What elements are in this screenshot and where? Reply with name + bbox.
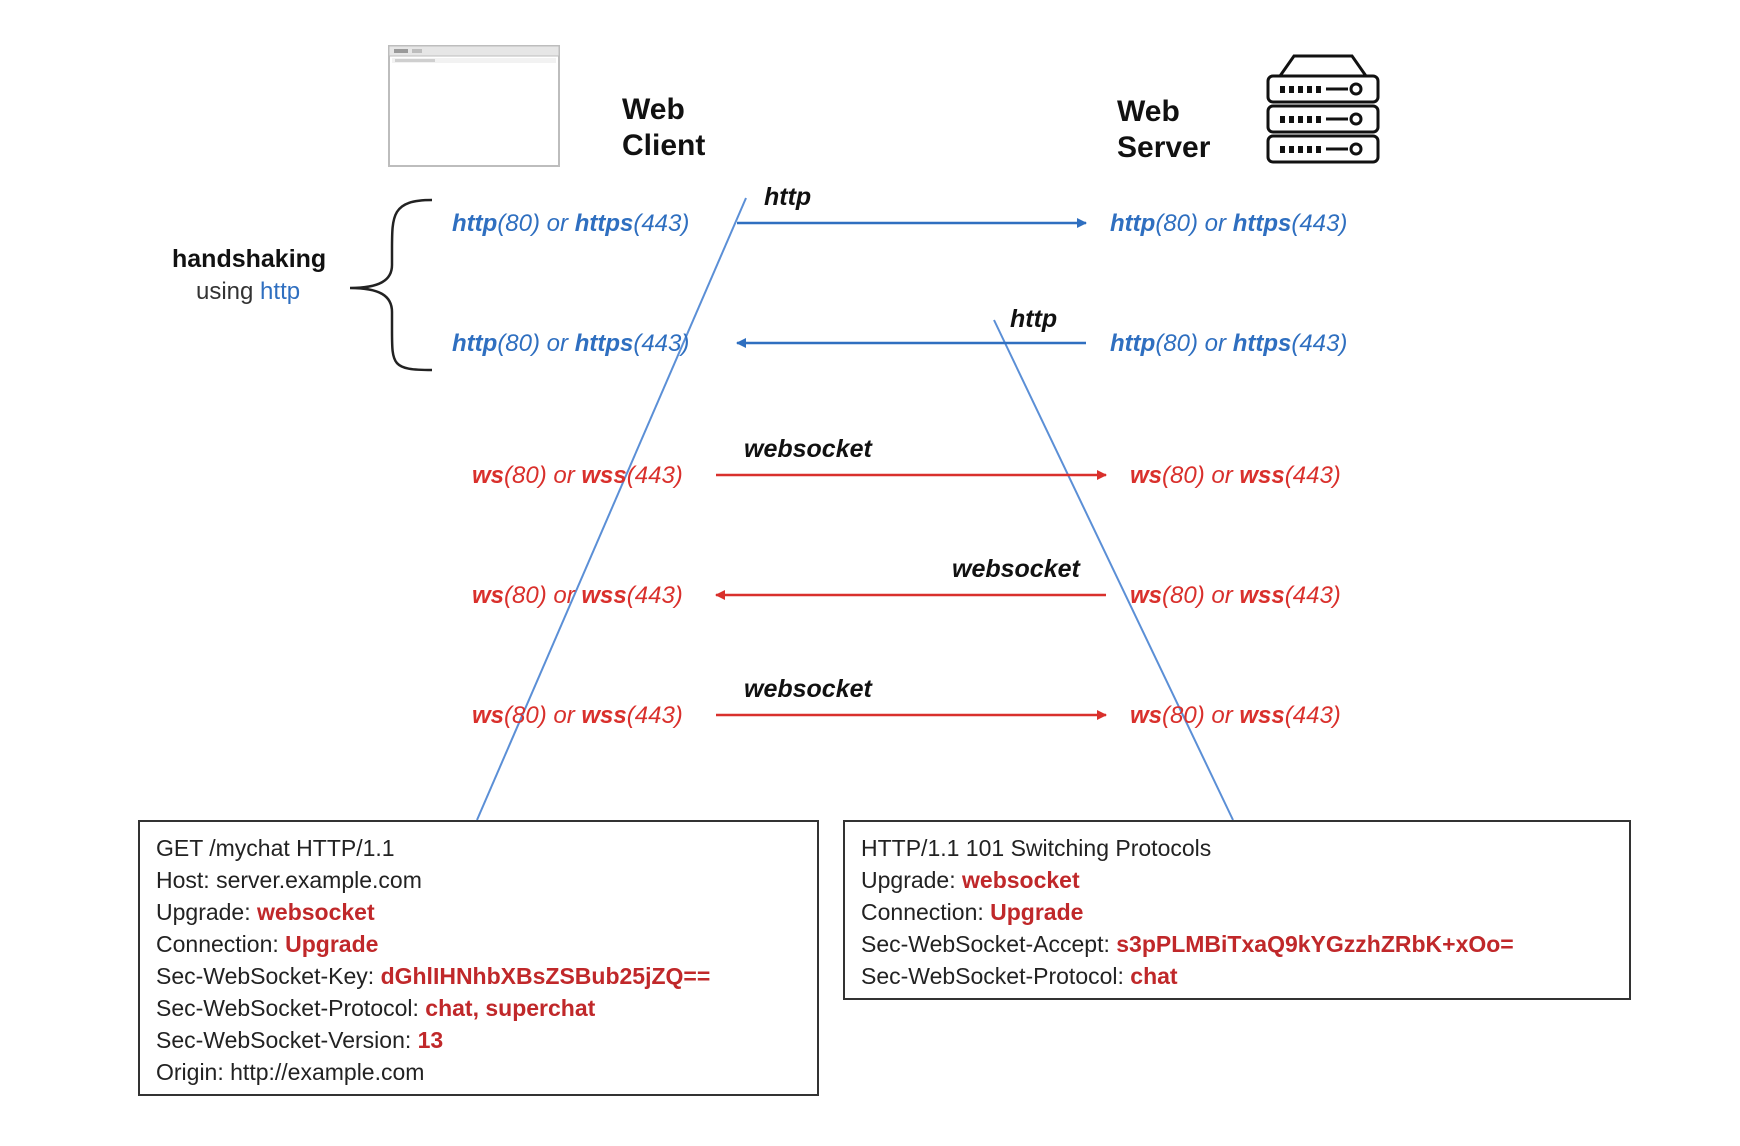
server-rack-icon <box>1266 54 1380 164</box>
server-ws-port-label: ws(80) or wss(443) <box>1130 462 1341 489</box>
server-ws-port-label: ws(80) or wss(443) <box>1130 582 1341 609</box>
header-row: Sec-WebSocket-Protocol: chat, superchat <box>156 995 596 1021</box>
handshaking-using-text: using <box>196 278 254 305</box>
header-row: Origin: http://example.com <box>156 1059 425 1085</box>
header-row: Sec-WebSocket-Protocol: chat <box>861 963 1178 989</box>
header-row: Host: server.example.com <box>156 867 422 893</box>
client-title-line1: Web <box>622 93 685 126</box>
header-row: Upgrade: websocket <box>156 899 375 925</box>
header-row: HTTP/1.1 101 Switching Protocols <box>861 835 1212 861</box>
handshaking-subtitle: using http <box>196 278 300 306</box>
message-label: http <box>764 183 812 211</box>
message-label: websocket <box>744 435 872 463</box>
request-headers-box: GET /mychat HTTP/1.1 Host: server.exampl… <box>138 820 819 1096</box>
header-row: Connection: Upgrade <box>156 931 379 957</box>
header-row: Sec-WebSocket-Accept: s3pPLMBiTxaQ9kYGzz… <box>861 931 1514 957</box>
server-http-port-label: http(80) or https(443) <box>1110 330 1348 357</box>
server-ws-port-label: ws(80) or wss(443) <box>1130 702 1341 729</box>
header-row: Sec-WebSocket-Key: dGhlIHNhbXBsZSBub25jZ… <box>156 963 711 989</box>
client-ws-port-label: ws(80) or wss(443) <box>472 582 683 609</box>
server-title-line2: Server <box>1117 131 1211 164</box>
handshaking-title: handshaking <box>172 245 327 273</box>
header-row: GET /mychat HTTP/1.1 <box>156 835 395 861</box>
message-label: websocket <box>952 555 1080 583</box>
client-ws-port-label: ws(80) or wss(443) <box>472 462 683 489</box>
response-headers-box: HTTP/1.1 101 Switching Protocols Upgrade… <box>843 820 1631 1000</box>
server-title: Web Server <box>1117 94 1210 166</box>
client-http-port-label: http(80) or https(443) <box>452 210 690 237</box>
header-row: Connection: Upgrade <box>861 899 1084 925</box>
header-row: Sec-WebSocket-Version: 13 <box>156 1027 444 1053</box>
request-connector-line <box>476 197 747 821</box>
response-connector-line <box>993 319 1234 821</box>
client-http-port-label: http(80) or https(443) <box>452 330 690 357</box>
server-http-port-label: http(80) or https(443) <box>1110 210 1348 237</box>
handshaking-brace <box>349 198 433 372</box>
message-label: websocket <box>744 675 872 703</box>
client-title: Web Client <box>622 92 705 164</box>
header-row: Upgrade: websocket <box>861 867 1080 893</box>
message-label: http <box>1010 305 1058 333</box>
client-title-line2: Client <box>622 129 706 162</box>
browser-window-icon <box>388 45 560 167</box>
server-title-line1: Web <box>1117 95 1180 128</box>
handshaking-protocol-text: http <box>260 278 301 305</box>
client-ws-port-label: ws(80) or wss(443) <box>472 702 683 729</box>
